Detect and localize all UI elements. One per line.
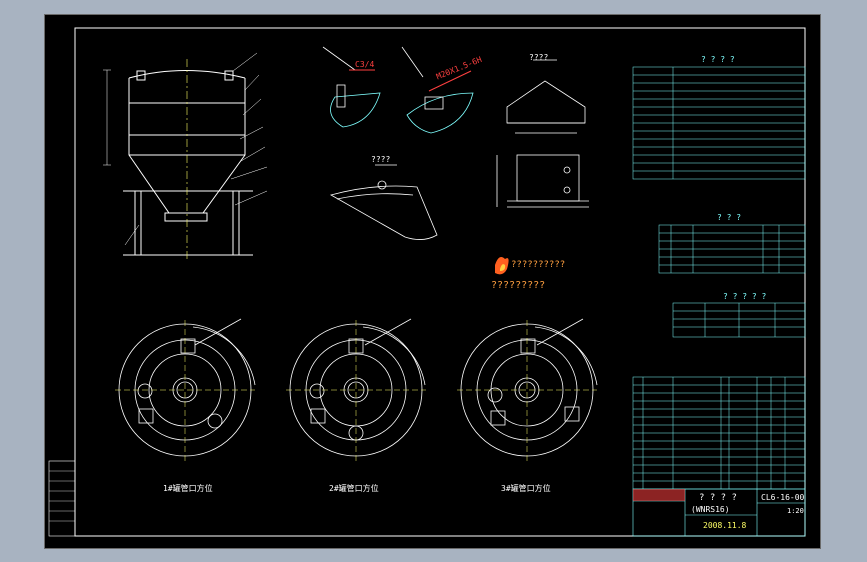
drawing-sheet: ? ? ? ? ? ? ? ? ? ? ? ? ? ? ? ??????????…: [44, 14, 821, 549]
vessel-elevation: [123, 70, 253, 256]
design-data-title: ? ? ?: [717, 213, 742, 222]
orientation-label-2: 2#罐管口方位: [329, 484, 379, 493]
weld-detail-2: [401, 46, 474, 134]
title-block-highlight: [633, 489, 685, 501]
logo-mark: [495, 257, 509, 275]
bracket-view: [496, 154, 589, 208]
vessel-leaders: [103, 52, 268, 246]
hood-view: [506, 59, 586, 134]
title-drawing-name: ? ? ? ?: [699, 493, 737, 503]
title-sub-name: (WNRS16): [691, 505, 730, 514]
logo-subtext: ?????????: [491, 280, 546, 291]
title-scale: 1:20: [787, 507, 804, 515]
orientation-plan-2: [286, 318, 426, 461]
title-drawing-no: CL6-16-00: [761, 493, 805, 502]
orientation-plan-1: [115, 318, 256, 461]
logo-text: ??????????: [511, 260, 566, 270]
binding-strip-lines: [49, 470, 75, 522]
view-b-label: ????: [371, 155, 391, 164]
inner-frame: [74, 27, 806, 537]
left-binding-strip: [48, 460, 76, 537]
weld-leader-2: [428, 70, 472, 92]
fin-detail: [329, 164, 438, 240]
tech-req-title: ? ? ? ?: [701, 55, 735, 64]
orientation-label-1: 1#罐管口方位: [163, 484, 213, 493]
design-data-table: [658, 224, 806, 274]
orientation-label-3: 3#罐管口方位: [501, 484, 551, 493]
tech-requirements-table: [632, 66, 806, 180]
nozzle-table: [672, 302, 806, 338]
nozzle-table-title: ? ? ? ? ?: [723, 292, 767, 301]
cad-drawing: [48, 27, 806, 537]
title-date: 2008.11.8: [703, 521, 747, 530]
orientation-plan-3: [457, 318, 598, 461]
view-a-label: ????: [529, 53, 549, 62]
weld-detail-1: [322, 46, 381, 128]
parts-list-table: [632, 376, 806, 490]
weld-label-1: C3/4: [355, 60, 375, 69]
